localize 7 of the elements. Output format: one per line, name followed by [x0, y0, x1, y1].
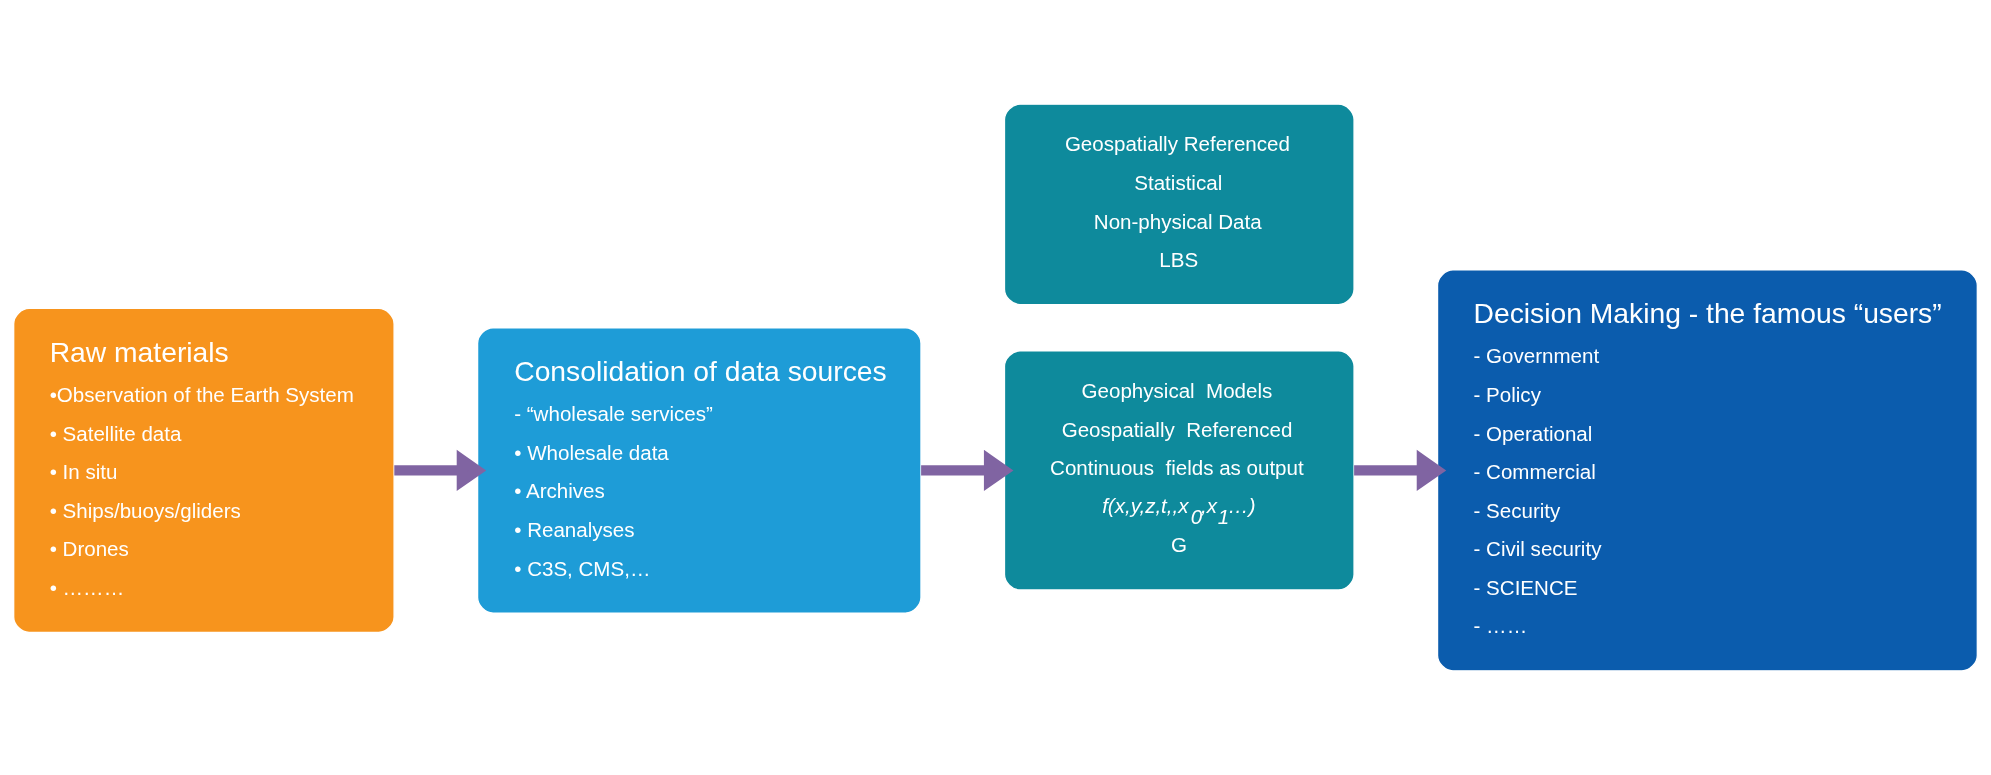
node-box: Raw materials •Observation of the Earth System • Satellite data • In situ • Ships/buoys/gliders • Drones • ……… — [13, 307, 395, 633]
arrow — [1354, 449, 1447, 492]
arrow — [921, 449, 1014, 492]
arrow — [394, 449, 487, 492]
node-box: Geospatially Referenced Statistical Non-physical Data LBS — [1003, 103, 1355, 306]
node-box: Decision Making - the famous “users” - Government - Policy - Operational - Commercial - Security - Civil security - SCIENCE - …… — [1436, 269, 1978, 672]
node-box: Consolidation of data sources - “wholesale services” • Wholesale data • Archives • Reanalyses • C3S, CMS,… — [476, 327, 922, 614]
